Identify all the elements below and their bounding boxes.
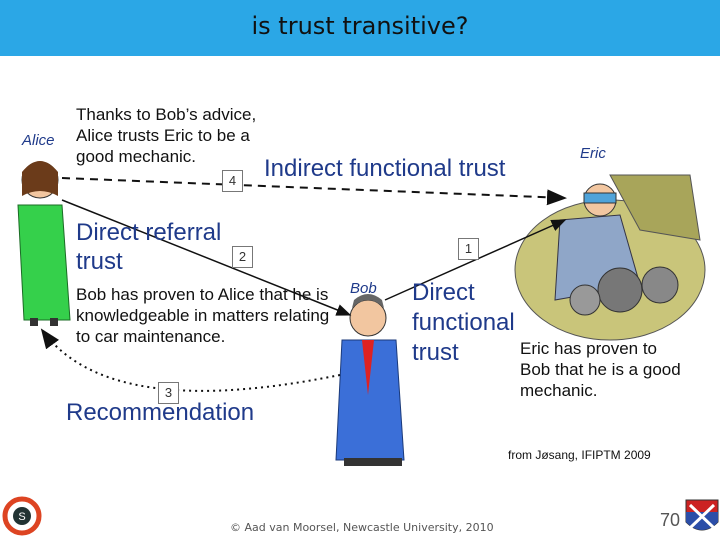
edge-1-label: Direct functional trust bbox=[412, 278, 527, 368]
cs-logo: S bbox=[5, 499, 39, 533]
actor-alice: Alice bbox=[22, 132, 55, 149]
svg-text:S: S bbox=[18, 511, 25, 523]
edge-2-note: Bob has proven to Alice that he is knowl… bbox=[76, 284, 341, 347]
edge-1-note: Eric has proven to Bob that he is a good… bbox=[520, 338, 685, 401]
edge-4-number: 4 bbox=[222, 170, 243, 192]
edge-4-label: Indirect functional trust bbox=[264, 154, 505, 183]
actor-eric: Eric bbox=[580, 145, 606, 162]
edge-3-label: Recommendation bbox=[66, 398, 254, 427]
edge-2-label: Direct referral trust bbox=[76, 218, 226, 276]
alice-figure bbox=[18, 161, 70, 326]
edge-1-number: 1 bbox=[458, 238, 479, 260]
edge-2-number: 2 bbox=[232, 246, 253, 268]
actor-bob: Bob bbox=[350, 280, 377, 297]
eric-mechanic-figure bbox=[515, 175, 705, 340]
edge-4-note: Thanks to Bob’s advice, Alice trusts Eri… bbox=[76, 104, 286, 167]
bob-figure bbox=[336, 294, 404, 466]
university-crest bbox=[686, 500, 718, 530]
source-credit: from Jøsang, IFIPTM 2009 bbox=[508, 448, 651, 462]
footer-copyright: © Aad van Moorsel, Newcastle University,… bbox=[230, 521, 494, 534]
page-number: 70 bbox=[660, 510, 680, 531]
